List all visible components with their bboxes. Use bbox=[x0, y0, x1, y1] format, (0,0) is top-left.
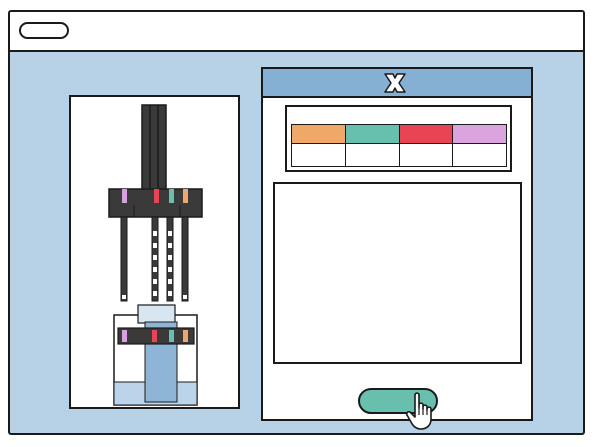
red-swatch[interactable] bbox=[398, 124, 454, 144]
gel-illustration-panel bbox=[69, 95, 240, 409]
result-area[interactable] bbox=[273, 182, 522, 364]
teal-swatch[interactable] bbox=[344, 124, 400, 144]
pink-band bbox=[122, 189, 127, 203]
violet-swatch[interactable] bbox=[452, 124, 507, 144]
orange-swatch-value[interactable] bbox=[291, 143, 346, 167]
red-band bbox=[154, 189, 159, 203]
title-bar bbox=[10, 12, 583, 52]
swatch-color-row bbox=[291, 124, 507, 144]
electrophoresis-gel-icon bbox=[108, 104, 203, 406]
orange-swatch[interactable] bbox=[291, 124, 346, 144]
teal-band bbox=[169, 189, 174, 203]
close-x-icon[interactable] bbox=[382, 72, 408, 94]
gel-tank bbox=[113, 304, 198, 406]
teal-swatch-value[interactable] bbox=[344, 143, 400, 167]
orange-band bbox=[183, 189, 188, 203]
swatch-value-row bbox=[291, 143, 507, 167]
color-picker-dialog bbox=[261, 67, 533, 430]
lane-strips bbox=[120, 216, 189, 302]
red-swatch-value[interactable] bbox=[398, 143, 454, 167]
confirm-button[interactable] bbox=[358, 388, 438, 414]
address-pill[interactable] bbox=[19, 22, 69, 39]
app-window bbox=[8, 10, 585, 435]
violet-swatch-value[interactable] bbox=[452, 143, 507, 167]
comb-crossbar bbox=[108, 188, 203, 218]
swatch-panel bbox=[285, 105, 512, 172]
swatch-table bbox=[291, 124, 507, 167]
dialog-header bbox=[263, 69, 531, 98]
